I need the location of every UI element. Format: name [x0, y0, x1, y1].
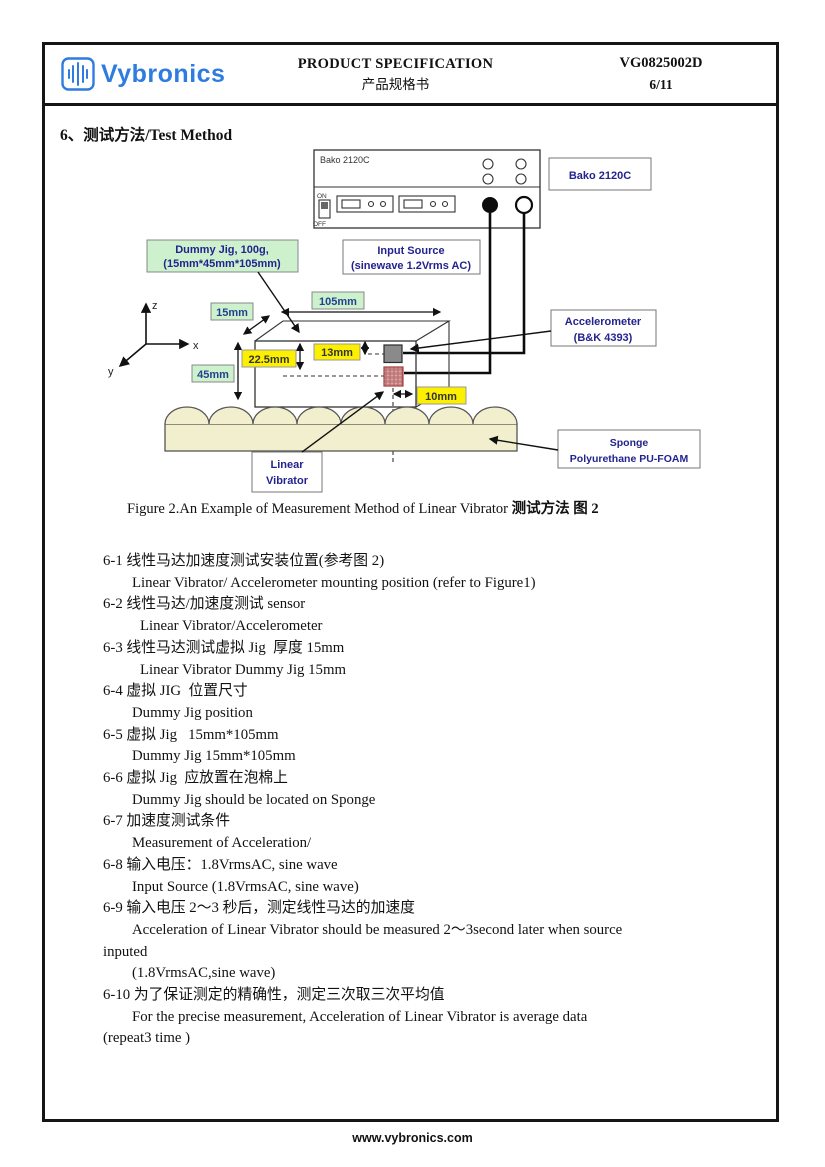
vybronics-logo: Vybronics [45, 57, 245, 91]
doc-info-block: VG0825002D 6/11 [546, 55, 776, 92]
accelerometer-square [383, 344, 403, 364]
output-connector-open [514, 195, 534, 215]
axis-y-label: y [108, 366, 114, 378]
dim-label-13mm: 13mm [313, 343, 361, 361]
dim-arrow-15mm [242, 315, 271, 335]
dummy-jig-label: Dummy Jig, 100g, (15mm*45mm*105mm) [146, 239, 299, 273]
method-line: 6-2 线性马达/加速度测试 sensor [103, 596, 306, 613]
arrow-dummy-jig [257, 271, 300, 334]
svg-text:Bako 2120C: Bako 2120C [569, 170, 631, 182]
method-line: 6-1 线性马达加速度测试安装位置(参考图 2) [103, 553, 385, 569]
method-line: Measurement of Acceleration/ [132, 835, 312, 852]
power-toggle [318, 199, 331, 219]
waveform-icon [61, 57, 95, 91]
method-line: Linear Vibrator/ Accelerometer mounting … [132, 574, 536, 591]
bako-callout-label: Bako 2120C [548, 157, 652, 191]
svg-text:13mm: 13mm [321, 347, 353, 359]
figure-caption-en: Figure 2.An Example of Measurement Metho… [127, 501, 512, 517]
method-line: 6-5 虚拟 Jig 15mm*105mm [103, 726, 279, 743]
document-header: Vybronics PRODUCT SPECIFICATION 产品规格书 VG… [45, 45, 776, 106]
method-line: 6-7 加速度测试条件 [103, 813, 231, 830]
sponge [164, 406, 518, 452]
wire-to-accelerometer [403, 213, 526, 355]
method-line: 6-8 输入电压：1.8VrmsAC, sine wave [103, 856, 338, 873]
svg-text:Linear: Linear [270, 459, 304, 471]
signal-generator-device: Bako 2120C ON OFF [313, 149, 541, 229]
title-block: PRODUCT SPECIFICATION 产品规格书 [245, 56, 546, 92]
arrow-accelerometer [409, 330, 552, 353]
svg-text:45mm: 45mm [197, 369, 229, 381]
dim-label-22-5mm: 22.5mm [241, 349, 297, 368]
svg-text:(sinewave 1.2Vrms AC): (sinewave 1.2Vrms AC) [351, 260, 471, 272]
axis-z-label: z [152, 300, 158, 312]
arrow-linear-vibrator [301, 391, 385, 453]
method-line: Acceleration of Linear Vibrator should b… [132, 921, 623, 938]
output-connector-black [482, 197, 498, 213]
method-line: 6-6 虚拟 Jig 应放置在泡棉上 [103, 770, 288, 787]
document-title-en: PRODUCT SPECIFICATION [297, 55, 494, 72]
figure-caption-zh: 测试方法 图 2 [511, 501, 599, 517]
svg-text:22.5mm: 22.5mm [249, 354, 290, 366]
svg-text:10mm: 10mm [425, 391, 457, 403]
method-line: 6-9 输入电压 2～3 秒后，测定线性马达的加速度 [103, 900, 415, 917]
dim-label-10mm: 10mm [416, 386, 467, 405]
document-title-zh: 产品规格书 [361, 76, 430, 92]
page-number: 6/11 [649, 77, 673, 93]
input-source-label: Input Source (sinewave 1.2Vrms AC) [342, 239, 481, 275]
wire-to-vibrator [404, 213, 492, 375]
content-frame: Vybronics PRODUCT SPECIFICATION 产品规格书 VG… [42, 42, 779, 1122]
method-line: 6-4 虚拟 JIG 位置尺寸 [103, 683, 248, 700]
svg-text:105mm: 105mm [319, 296, 357, 308]
section-title: 6、测试方法/Test Method [60, 127, 233, 144]
dim-label-45mm: 45mm [191, 364, 235, 383]
logo-text: Vybronics [101, 59, 226, 88]
test-method-list: 6-1 线性马达加速度测试安装位置(参考图 2) Linear Vibrator… [103, 551, 753, 1050]
method-line: 6-3 线性马达测试虚拟 Jig 厚度 15mm [103, 639, 345, 656]
svg-text:Input Source: Input Source [377, 245, 444, 257]
figure-caption: Figure 2.An Example of Measurement Metho… [127, 497, 599, 518]
measurement-diagram: Bako 2120C ON OFF Bako 2120C [108, 149, 701, 493]
footer-url: www.vybronics.com [352, 1131, 473, 1145]
svg-text:15mm: 15mm [216, 307, 248, 319]
dim-label-15mm: 15mm [210, 302, 254, 321]
svg-text:Dummy Jig, 100g,: Dummy Jig, 100g, [175, 244, 269, 256]
method-line: (repeat3 time ) [103, 1030, 191, 1047]
svg-text:(B&K 4393): (B&K 4393) [574, 332, 633, 344]
method-line: For the precise measurement, Acceleratio… [132, 1008, 588, 1025]
svg-text:Vibrator: Vibrator [266, 475, 309, 487]
arrow-sponge [488, 435, 559, 451]
method-line: inputed [103, 943, 148, 960]
linear-vibrator-label: Linear Vibrator [251, 451, 323, 493]
svg-text:Accelerometer: Accelerometer [565, 316, 642, 328]
method-line: Input Source (1.8VrmsAC, sine wave) [132, 878, 359, 895]
device-name-text: Bako 2120C [320, 155, 370, 165]
method-line: Dummy Jig should be located on Sponge [132, 791, 376, 808]
method-line: Linear Vibrator/Accelerometer [140, 618, 323, 635]
method-line: (1.8VrmsAC,sine wave) [132, 965, 276, 982]
doc-number: VG0825002D [619, 55, 703, 72]
svg-text:Polyurethane PU-FOAM: Polyurethane PU-FOAM [570, 453, 689, 465]
sponge-label: Sponge Polyurethane PU-FOAM [557, 429, 701, 469]
svg-text:Sponge: Sponge [610, 437, 649, 449]
xyz-axes: z x y [108, 300, 199, 378]
method-line: Dummy Jig 15mm*105mm [132, 748, 296, 765]
switch-on-label: ON [317, 193, 327, 200]
svg-text:(15mm*45mm*105mm): (15mm*45mm*105mm) [163, 258, 281, 270]
switch-off-label: OFF [313, 221, 326, 228]
accelerometer-label: Accelerometer (B&K 4393) [550, 309, 657, 347]
linear-vibrator-square [383, 366, 404, 387]
dim-label-105mm: 105mm [311, 291, 365, 310]
method-line: 6-10 为了保证测定的精确性，测定三次取三次平均值 [103, 987, 445, 1004]
method-line: Linear Vibrator Dummy Jig 15mm [140, 661, 346, 678]
axis-x-label: x [193, 340, 199, 352]
method-line: Dummy Jig position [132, 704, 253, 721]
